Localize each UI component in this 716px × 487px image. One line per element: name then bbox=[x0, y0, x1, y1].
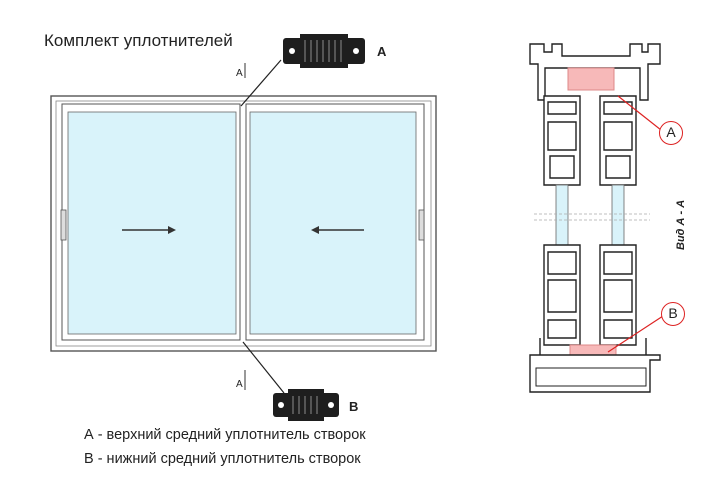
right-glass bbox=[249, 111, 417, 335]
seal-a-label: A bbox=[377, 44, 387, 59]
legend-b: В - нижний средний уплотнитель створок bbox=[84, 451, 361, 467]
seal-a-icon bbox=[283, 34, 365, 68]
window-front-view bbox=[50, 59, 437, 394]
seal-b-label: B bbox=[349, 399, 359, 414]
left-glass bbox=[67, 111, 237, 335]
section-mark-bottom: A bbox=[236, 379, 243, 390]
right-handle bbox=[418, 209, 425, 241]
section-mark-top: A bbox=[236, 68, 243, 79]
page-title: Комплект уплотнителей bbox=[44, 31, 233, 50]
seal-b-highlight bbox=[569, 344, 617, 356]
seal-b-icon bbox=[273, 389, 339, 421]
left-handle bbox=[60, 209, 67, 241]
callout-b: B bbox=[661, 302, 685, 326]
seal-a-highlight bbox=[567, 67, 615, 91]
legend-a: А - верхний средний уплотнитель створок bbox=[84, 427, 366, 443]
callout-a: A bbox=[659, 121, 683, 145]
cross-section-view bbox=[529, 43, 661, 393]
view-label: Вид А - А bbox=[675, 199, 687, 250]
